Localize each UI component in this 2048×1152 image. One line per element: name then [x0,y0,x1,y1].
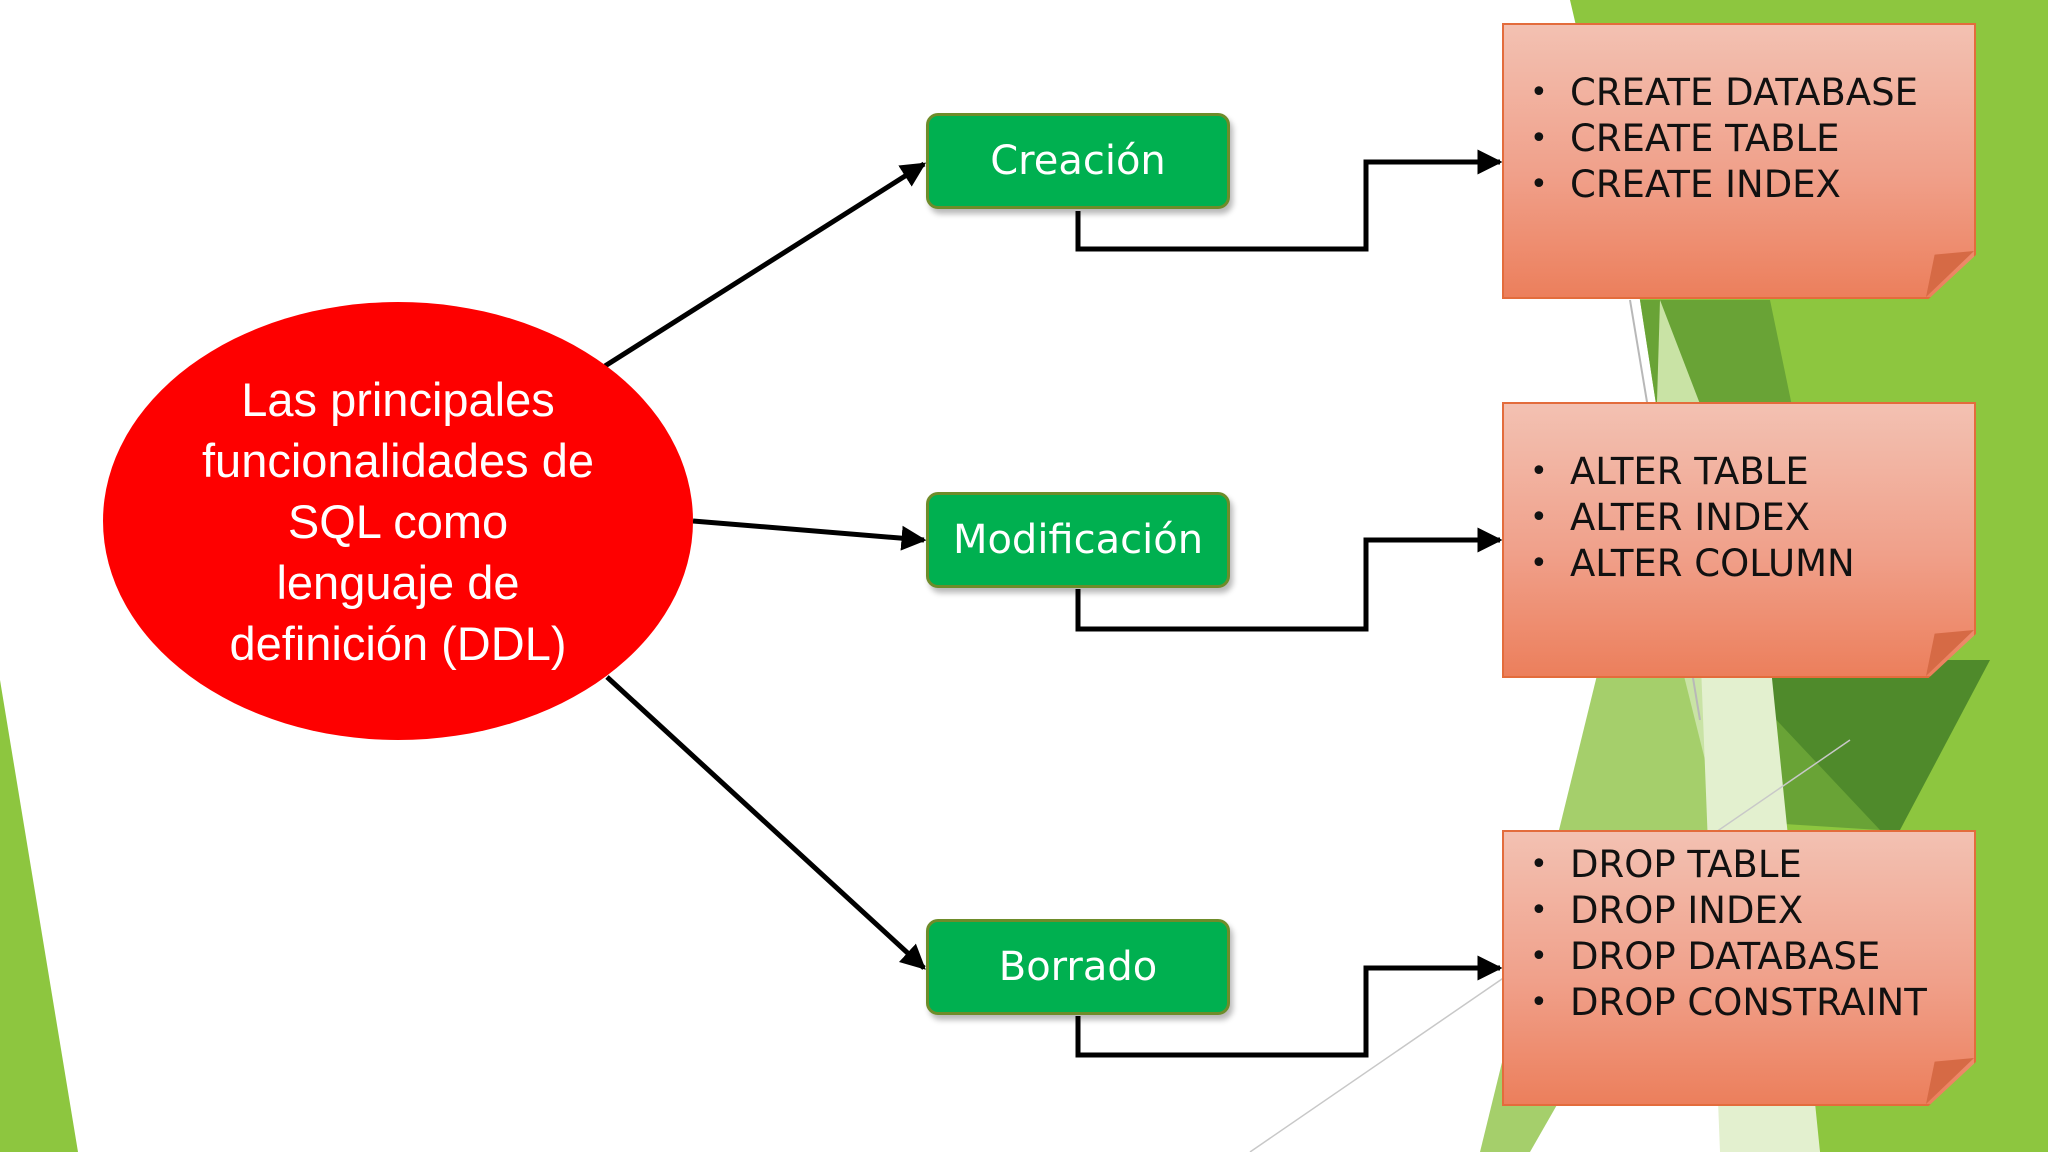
category-box-modificacion: Modificación [926,492,1230,588]
arrow-to-creacion [603,161,927,369]
command-item: •ALTER COLUMN [1530,542,1855,585]
command-item: •DROP DATABASE [1530,935,1881,978]
command-list: •DROP TABLE •DROP INDEX •DROP DATABASE •… [1518,842,1927,1026]
bullet-icon: • [1530,546,1548,581]
bullet-icon: • [1530,985,1548,1020]
command-item: •CREATE TABLE [1530,117,1840,160]
category-label: Modificación [952,517,1204,563]
command-item: •DROP TABLE [1530,843,1802,886]
bullet-icon: • [1530,167,1548,202]
category-label: Creación [990,138,1166,184]
command-item: •ALTER INDEX [1530,496,1811,539]
bullet-icon: • [1530,500,1548,535]
command-item: •CREATE INDEX [1530,163,1841,206]
bullet-icon: • [1530,75,1548,110]
bg-shape-right-3 [1720,660,1990,830]
command-item: •ALTER TABLE [1530,450,1809,493]
elbow-modificacion [1075,527,1503,632]
bullet-icon: • [1530,121,1548,156]
note-borrado: •DROP TABLE •DROP INDEX •DROP DATABASE •… [1502,830,1976,1106]
command-item: •DROP INDEX [1530,889,1804,932]
command-item: •DROP CONSTRAINT [1530,981,1927,1024]
ddl-ellipse: Las principales funcionalidades de SQL c… [103,302,693,740]
category-box-creacion: Creación [926,113,1230,209]
arrow-to-borrado [605,675,926,970]
category-box-borrado: Borrado [926,919,1230,1015]
bullet-icon: • [1530,893,1548,928]
command-item: •CREATE DATABASE [1530,71,1918,114]
ddl-ellipse-label: Las principales funcionalidades de SQL c… [202,372,594,670]
note-modificacion: •ALTER TABLE •ALTER INDEX •ALTER COLUMN [1502,402,1976,678]
command-list: •CREATE DATABASE •CREATE TABLE •CREATE I… [1518,70,1918,208]
arrow-to-modificacion [692,518,927,551]
bg-shape-left [0,680,78,1152]
command-list: •ALTER TABLE •ALTER INDEX •ALTER COLUMN [1518,449,1855,587]
bullet-icon: • [1530,847,1548,882]
bullet-icon: • [1530,939,1548,974]
bullet-icon: • [1530,454,1548,489]
category-label: Borrado [998,944,1158,990]
elbow-creacion [1075,149,1503,252]
note-creacion: •CREATE DATABASE •CREATE TABLE •CREATE I… [1502,23,1976,299]
elbow-borrado [1075,955,1503,1058]
